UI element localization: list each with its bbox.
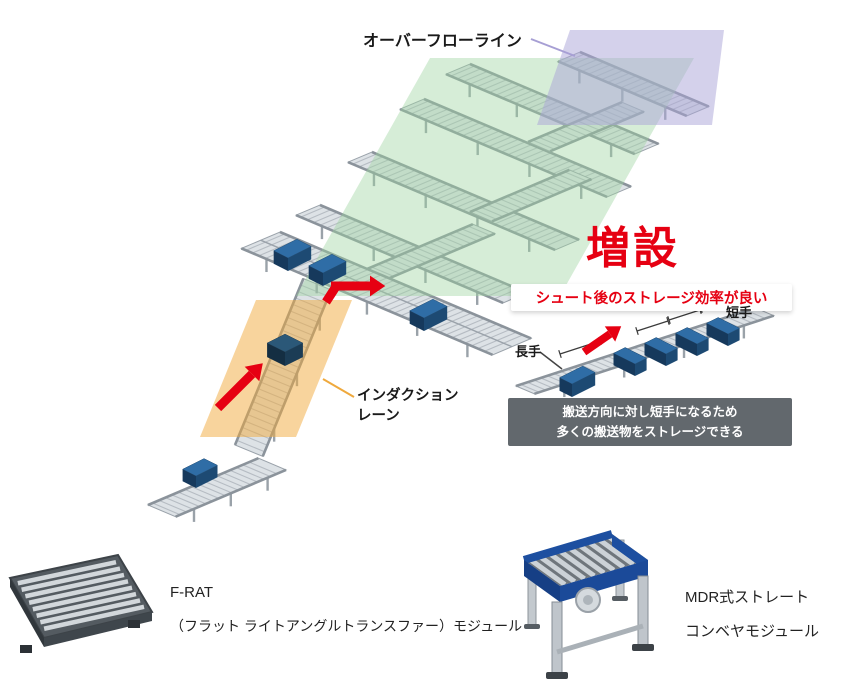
totes-group <box>182 238 448 488</box>
tote <box>612 347 648 376</box>
induction-lane-label-line1: インダクション <box>357 388 459 404</box>
highlight-purple-zone <box>537 30 724 125</box>
tote <box>273 238 312 271</box>
induction-leader-line <box>322 378 355 398</box>
frat-product-name: F-RAT <box>170 584 214 601</box>
overflow-leader-line <box>530 38 576 57</box>
storage-efficiency-title: シュート後のストレージ効率が良い <box>511 284 792 311</box>
tote <box>409 298 448 331</box>
induction-lane-label: インダクション レーン <box>357 386 459 427</box>
highlights-group <box>200 30 724 437</box>
flow-arrow-icon <box>331 275 386 297</box>
cross-conveyor <box>468 168 593 223</box>
cross-conveyor <box>365 222 497 280</box>
inset-group <box>514 295 776 398</box>
tote <box>705 317 741 346</box>
overflow-line-label: オーバーフローライン <box>363 33 522 50</box>
mdr-product-name-line1: MDR式ストレート <box>685 589 810 606</box>
long-side-label: 長手 <box>515 344 542 359</box>
highlight-orange-zone <box>200 300 352 437</box>
short-side-label: 短手 <box>726 305 753 320</box>
tote <box>643 337 679 366</box>
expansion-label: 増設 <box>586 224 680 273</box>
tote <box>558 365 596 397</box>
inset-caption-line2: 多くの搬送物をストレージできる <box>556 425 744 439</box>
inset-caption: 搬送方向に対し短手になるため 多くの搬送物をストレージできる <box>508 398 792 446</box>
flow-arrow-icon <box>214 363 263 412</box>
arrows-group <box>214 275 386 412</box>
induction-lane-label-line2: レーン <box>357 408 400 425</box>
feed-conveyor <box>146 457 288 522</box>
product-frat-image <box>8 553 154 653</box>
flow-arrow-icon <box>581 326 622 356</box>
long-side-leader-line <box>539 351 563 370</box>
frat-product-subtitle: （フラット ライトアングルトランスファー）モジュール <box>170 618 523 634</box>
tote <box>308 253 347 286</box>
mdr-product-name-line2: コンベヤモジュール <box>685 623 819 640</box>
product-mdr-image <box>522 530 654 679</box>
inset-caption-line1: 搬送方向に対し短手になるため <box>562 405 738 419</box>
tote <box>674 327 710 356</box>
leader-lines-group <box>322 38 576 398</box>
tote <box>182 458 219 488</box>
tote <box>266 333 304 366</box>
storage-row-conveyor <box>346 150 581 252</box>
